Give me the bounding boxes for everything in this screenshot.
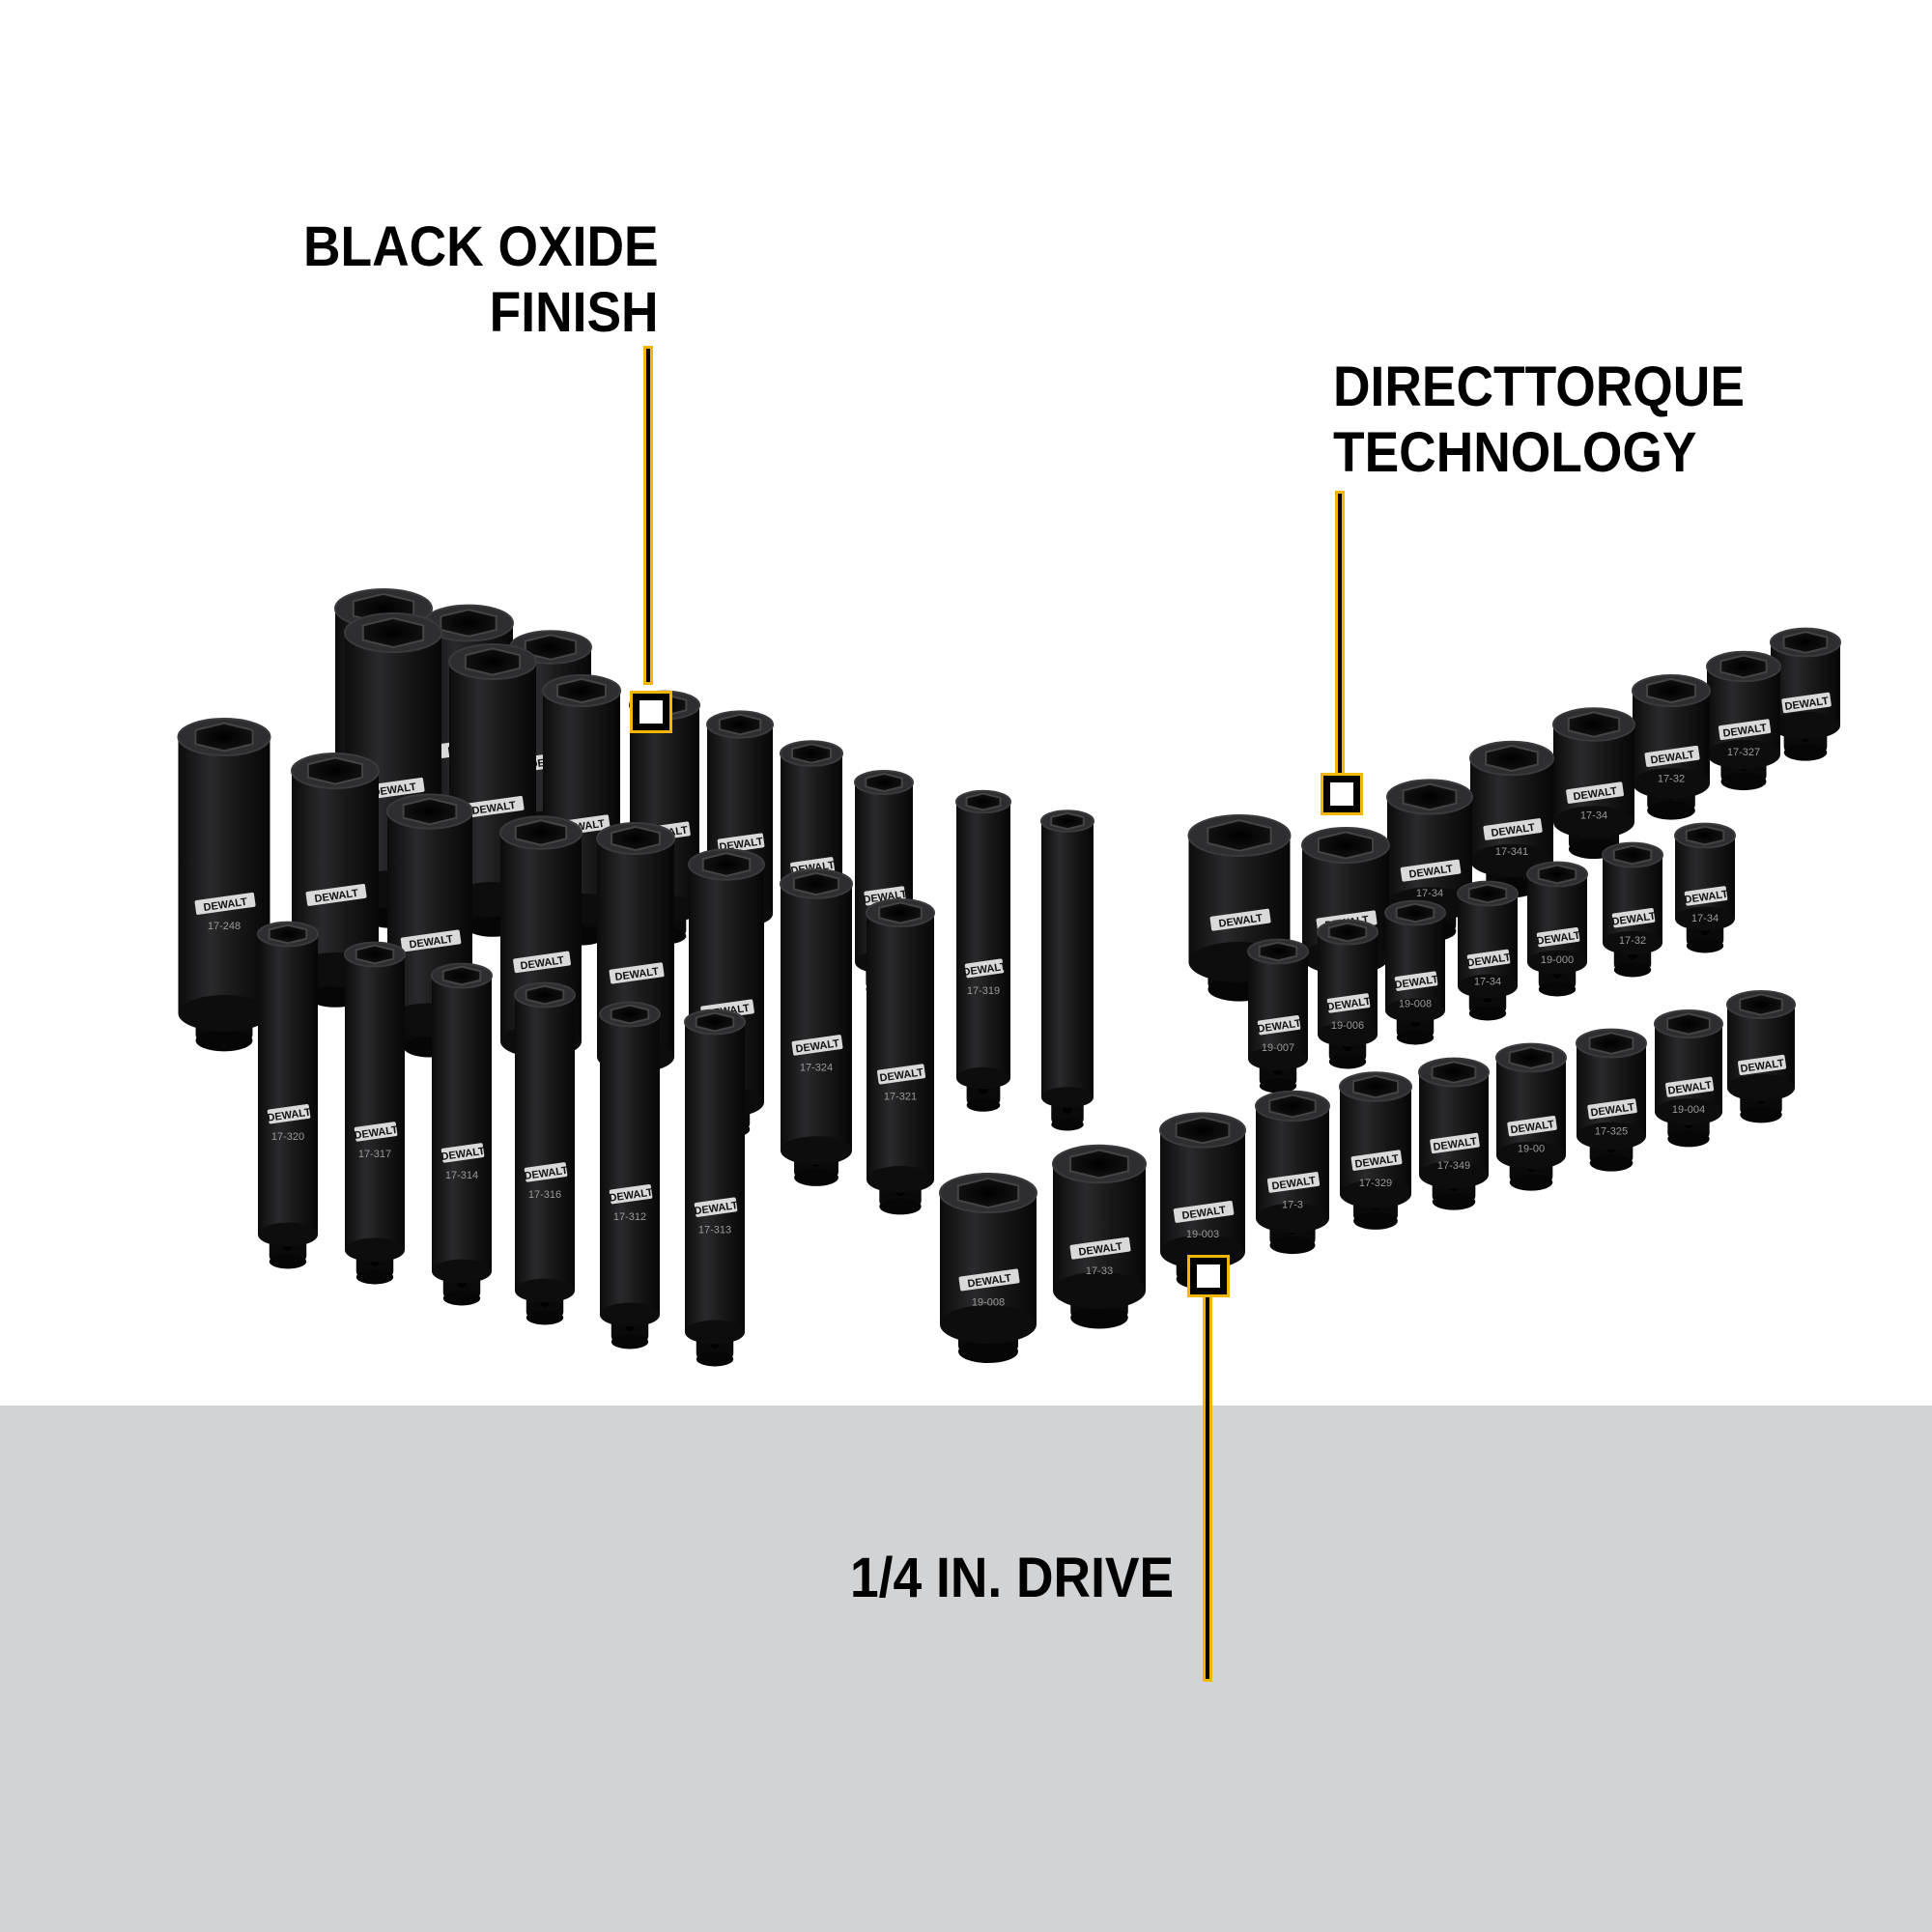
socket-part-number: 17-349 — [1437, 1160, 1470, 1172]
socket-part-number: 17-34 — [1580, 810, 1607, 821]
socket-part-number: 19-000 — [1541, 954, 1574, 966]
socket-part-number: 19-003 — [1186, 1229, 1219, 1240]
gray-floor-backdrop — [0, 1406, 1932, 1932]
black-oxide-marker — [630, 691, 672, 733]
black-oxide-line2: FINISH — [490, 281, 659, 344]
socket-part-number: 17-33 — [1086, 1265, 1113, 1277]
deep-back-socket — [1040, 810, 1094, 1131]
socket-part-number: 17-321 — [884, 1092, 917, 1103]
socket-part-number: 17-314 — [445, 1170, 478, 1181]
socket-part-number: 19-007 — [1262, 1042, 1294, 1054]
socket-part-number: 17-34 — [1474, 977, 1501, 988]
socket-part-number: 17-327 — [1727, 747, 1760, 758]
socket-part-number: 17-319 — [967, 985, 1000, 997]
socket-part-number: 19-008 — [972, 1297, 1005, 1309]
drive-marker — [1187, 1255, 1230, 1297]
socket-part-number: 17-312 — [613, 1211, 646, 1223]
socket-part-number: 19-006 — [1331, 1020, 1364, 1032]
socket-part-number: 17-3 — [1282, 1200, 1303, 1211]
socket-part-number: 17-317 — [358, 1149, 391, 1160]
socket-part-number: 19-004 — [1672, 1104, 1705, 1116]
black-oxide-leader-line — [643, 346, 653, 685]
socket-part-number: 17-324 — [800, 1063, 833, 1074]
black-oxide-callout-label: BLACK OXIDE FINISH — [303, 214, 659, 346]
socket-part-number: 17-341 — [1495, 846, 1528, 858]
socket-collection: DEWALTDEWALTDEWALTDEWALTDEWALTDEWALTDEWA… — [177, 588, 1841, 1367]
directtorque-marker — [1321, 773, 1363, 815]
directtorque-line2: TECHNOLOGY — [1333, 421, 1697, 484]
drive-leader-line — [1203, 1294, 1212, 1682]
directtorque-leader-line — [1335, 491, 1345, 777]
socket-part-number: 17-313 — [698, 1224, 731, 1236]
black-oxide-line1: BLACK OXIDE — [303, 215, 659, 278]
shallow-front-socket: DEWALT — [1726, 990, 1796, 1123]
socket-part-number: 17-329 — [1359, 1178, 1392, 1189]
socket-part-number: 17-32 — [1619, 935, 1646, 947]
socket-part-number: 17-34 — [1416, 888, 1443, 899]
drive-callout-label: 1/4 IN. DRIVE — [850, 1546, 1174, 1611]
socket-part-number: 17-320 — [271, 1131, 304, 1143]
socket-part-number: 17-32 — [1658, 774, 1685, 785]
drive-line1: 1/4 IN. DRIVE — [850, 1547, 1175, 1609]
shallow-back-socket: DEWALT — [1770, 627, 1841, 761]
socket-part-number: 19-00 — [1518, 1143, 1545, 1154]
socket-part-number: 17-316 — [528, 1189, 561, 1201]
socket-part-number: 19-008 — [1399, 998, 1432, 1009]
directtorque-callout-label: DIRECTTORQUE TECHNOLOGY — [1333, 355, 1745, 486]
socket-part-number: 17-34 — [1691, 913, 1719, 924]
socket-part-number: 17-248 — [208, 921, 241, 932]
socket-part-number: 17-325 — [1595, 1126, 1628, 1138]
directtorque-line1: DIRECTTORQUE — [1333, 355, 1745, 418]
